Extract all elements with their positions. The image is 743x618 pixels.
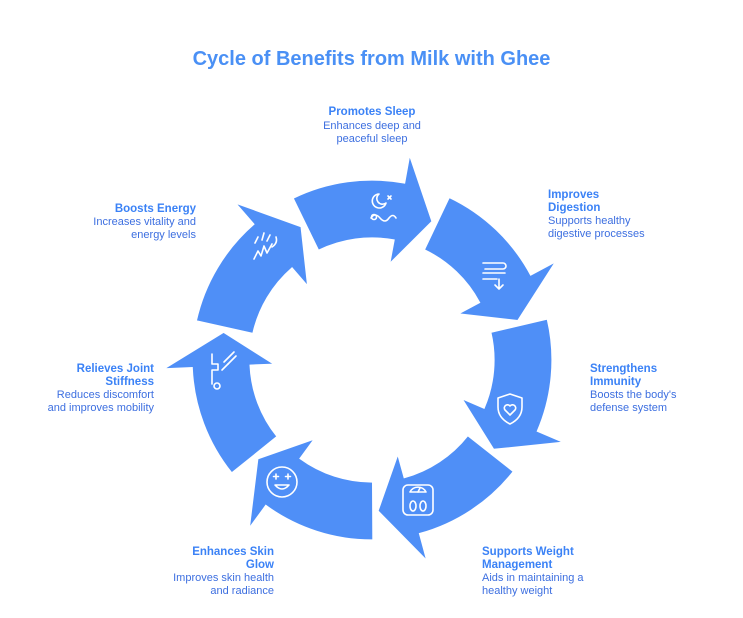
smile-sparkle-icon (266, 466, 298, 498)
step-label-enhances-skin: Enhances Skin Glow Improves skin health … (94, 546, 274, 598)
step-description: Enhances deep and peaceful sleep (323, 120, 421, 145)
step-description: Reduces discomfort and improves mobility (47, 389, 154, 414)
step-description: Supports healthy digestive processes (548, 215, 645, 240)
step-heading: Promotes Sleep (328, 106, 416, 118)
cycle-segment-7 (195, 201, 309, 335)
cycle-segment-4 (377, 434, 515, 563)
step-description: Improves skin health and radiance (173, 572, 274, 597)
digestion-icon (482, 262, 507, 290)
moon-sleep-icon (370, 193, 397, 222)
step-label-supports-weight: Supports Weight Management Aids in maint… (482, 546, 662, 598)
cycle-segment-5 (248, 437, 374, 541)
step-heading: Enhances Skin Glow (192, 546, 274, 571)
step-heading: Boosts Energy (114, 203, 196, 215)
diagram-title: Cycle of Benefits from Milk with Ghee (192, 48, 551, 70)
step-label-boosts-energy: Boosts Energy Increases vitality and ene… (16, 203, 196, 242)
step-description: Aids in maintaining a healthy weight (482, 572, 584, 597)
step-label-promotes-sleep: Promotes Sleep Enhances deep and peacefu… (282, 106, 462, 146)
step-label-improves-digestion: Improves Digestion Supports healthy dige… (548, 189, 728, 241)
cycle-segment-6 (161, 331, 278, 474)
scale-icon (402, 484, 434, 516)
shield-heart-icon (497, 393, 523, 425)
step-heading: Strengthens Immunity (590, 363, 658, 388)
cycle-segment-1 (292, 153, 433, 266)
cycle-segment-2 (423, 196, 558, 322)
step-description: Boosts the body's defense system (590, 389, 677, 414)
step-label-strengthens-immunity: Strengthens Immunity Boosts the body's d… (590, 363, 743, 415)
step-heading: Supports Weight Management (482, 546, 574, 571)
joint-icon (211, 351, 237, 390)
step-heading: Improves Digestion (548, 189, 601, 214)
energy-icon (253, 232, 278, 260)
step-description: Increases vitality and energy levels (93, 216, 196, 241)
step-heading: Relieves Joint Stiffness (76, 363, 154, 388)
step-label-relieves-joint: Relieves Joint Stiffness Reduces discomf… (0, 363, 154, 415)
cycle-segment-3 (460, 318, 566, 451)
